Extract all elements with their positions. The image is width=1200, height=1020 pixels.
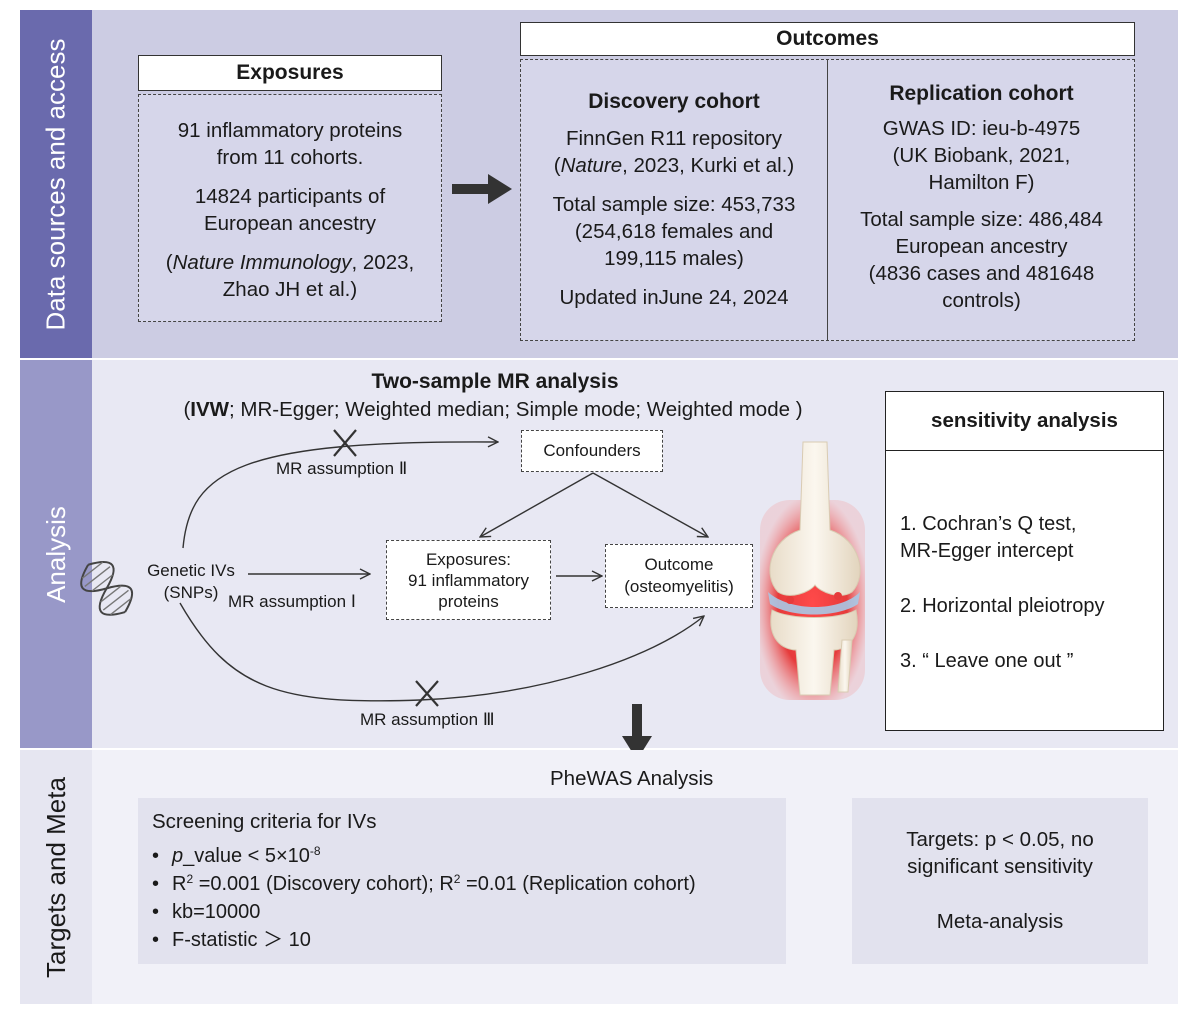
exposures-node: Exposures: 91 inflammatory proteins bbox=[386, 540, 551, 620]
assumption-2-label: MR assumption Ⅱ bbox=[276, 459, 408, 478]
dna-icon bbox=[80, 561, 134, 616]
cross-3-icon bbox=[415, 680, 439, 707]
mr-methods: (IVW; MR-Egger; Weighted median; Simple … bbox=[183, 398, 803, 421]
cross-2-icon bbox=[333, 429, 357, 457]
down-arrow-icon bbox=[622, 704, 652, 760]
discovery-cohort: Discovery cohort FinnGen R11 repository … bbox=[552, 90, 796, 309]
outcomes-title-box: Outcomes bbox=[520, 22, 1135, 56]
knee-joint-icon bbox=[760, 441, 865, 700]
confounders-box: Confounders bbox=[521, 430, 663, 472]
assumption-1-label: MR assumption Ⅰ bbox=[228, 592, 356, 611]
targets-label: Targets and Meta bbox=[20, 750, 92, 1004]
assumption-3-label: MR assumption Ⅲ bbox=[360, 710, 495, 729]
assumption-2-arrow bbox=[182, 442, 498, 549]
exposures-box: 91 inflammatory proteins from 11 cohorts… bbox=[138, 94, 442, 322]
replication-cohort: Replication cohort GWAS ID: ieu-b-4975 (… bbox=[860, 82, 1103, 312]
outcomes-divider bbox=[827, 60, 828, 340]
criterion-kb: kb=10000 bbox=[150, 898, 786, 926]
exposures-title-box: Exposures bbox=[138, 55, 442, 91]
mr-analysis-title: Two-sample MR analysis bbox=[371, 370, 619, 393]
sensitivity-title: sensitivity analysis bbox=[886, 392, 1163, 451]
confounder-exposure-arrow bbox=[480, 472, 594, 537]
data-sources-label: Data sources and access bbox=[20, 10, 92, 358]
screening-box: Screening criteria for IVs p_value < 5×1… bbox=[138, 798, 786, 964]
criterion-f-statistic: F-statistic ＞ 10 bbox=[150, 926, 786, 954]
criterion-p-value: p_value < 5×10-8 bbox=[150, 842, 786, 870]
confounder-outcome-arrow bbox=[592, 472, 708, 537]
phewas-label: PheWAS Analysis bbox=[550, 767, 714, 790]
criterion-r2: R2 =0.001 (Discovery cohort); R2 =0.01 (… bbox=[150, 870, 786, 898]
flow-arrow-icon bbox=[452, 174, 512, 204]
targets-meta-box: Targets: p < 0.05, no significant sensit… bbox=[852, 798, 1148, 964]
outcome-node: Outcome (osteomyelitis) bbox=[605, 544, 753, 608]
sensitivity-box: sensitivity analysis 1. Cochran’s Q test… bbox=[885, 391, 1164, 731]
analysis-label: Analysis bbox=[20, 360, 92, 748]
genetic-ivs-label: Genetic IVs (SNPs) bbox=[147, 561, 235, 602]
